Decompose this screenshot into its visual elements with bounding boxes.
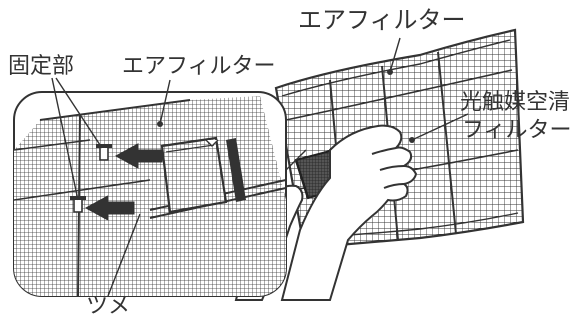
inset-panel <box>13 91 287 297</box>
leader-dots <box>157 69 415 143</box>
label-photocatalyst-line1: 光触媒空清 <box>460 90 571 115</box>
hand-right <box>280 124 418 301</box>
inset-photocatalyst-filter <box>160 136 228 214</box>
label-photocatalyst-line2: フィルター <box>462 118 572 143</box>
fixing-clip-upper <box>96 144 112 161</box>
insertion-arrow-icon <box>84 143 163 221</box>
label-air-filter-inset: エアフィルター <box>122 54 276 79</box>
label-air-filter-top: エアフィルター <box>298 6 466 34</box>
inset-connector <box>285 149 307 171</box>
leader-lines <box>51 37 469 297</box>
label-fixing-part: 固定部 <box>8 54 75 79</box>
label-tab: ツメ <box>86 294 131 319</box>
